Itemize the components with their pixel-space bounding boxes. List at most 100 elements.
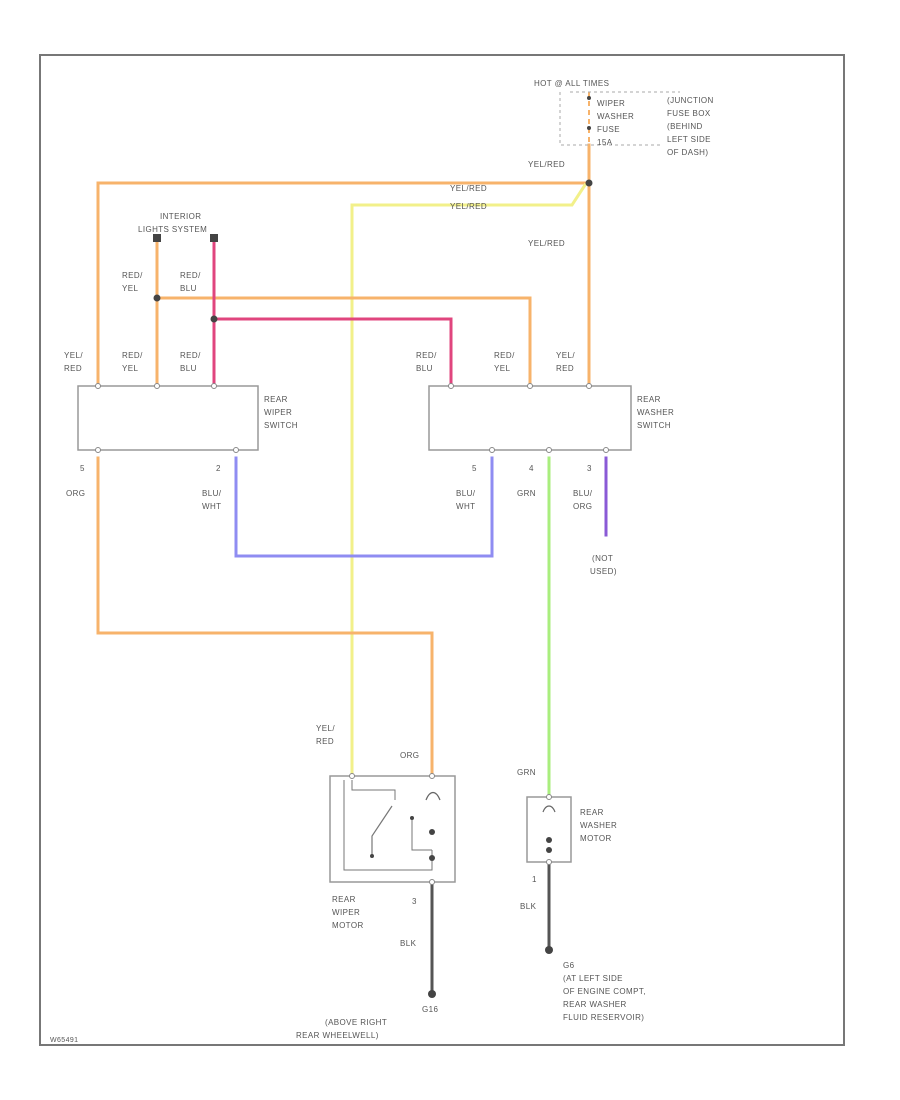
wire-red-yel-to-washer-switch (155, 296, 532, 387)
wire-label: YEL (122, 364, 138, 373)
wire-label: BLU/ (573, 489, 593, 498)
component-label: SWITCH (264, 421, 298, 430)
fuse-location-label: (BEHIND (667, 122, 703, 131)
pin-number: 4 (529, 464, 534, 473)
component-label: WIPER (264, 408, 292, 417)
ground-g16-icon (428, 990, 436, 998)
splice-node (153, 294, 161, 302)
fuse-location-label: LEFT SIDE (667, 135, 711, 144)
component-label: REAR (637, 395, 661, 404)
wire-label: BLK (400, 939, 417, 948)
fuse-location-label: (JUNCTION (667, 96, 714, 105)
wire-red-blu-to-washer-switch (212, 317, 453, 387)
pin-number: 5 (472, 464, 477, 473)
ground-location: REAR WHEELWELL) (296, 1031, 379, 1040)
wire-label: WHT (202, 502, 221, 511)
wire-label: RED/ (180, 351, 201, 360)
wire-label: RED (316, 737, 334, 746)
rear-wiper-motor (329, 773, 456, 885)
wire-label: BLU/ (202, 489, 222, 498)
fuse-label: FUSE (597, 125, 620, 134)
pin-number: 5 (80, 464, 85, 473)
component-label: SWITCH (637, 421, 671, 430)
splice-node (585, 179, 593, 187)
washer-switch-pins (448, 383, 609, 453)
wire-label: YEL/ (316, 724, 335, 733)
wire-yel-red-to-wiper-switch (96, 181, 591, 387)
wire-label: BLU (180, 284, 197, 293)
diagram-code: W65491 (50, 1037, 78, 1044)
ground-g6-icon (545, 946, 553, 954)
wire-label: RED/ (494, 351, 515, 360)
wire-label: BLU (416, 364, 433, 373)
interior-lights-label: LIGHTS SYSTEM (138, 225, 207, 234)
component-label: REAR (264, 395, 288, 404)
interior-connector (210, 234, 218, 242)
component-label: WASHER (580, 821, 617, 830)
ground-id: G16 (422, 1005, 438, 1014)
wire-label: RED/ (416, 351, 437, 360)
diagram-frame (39, 54, 845, 1046)
ground-location: REAR WASHER (563, 1000, 627, 1009)
ground-location: (ABOVE RIGHT (325, 1018, 387, 1027)
rear-wiper-switch (77, 385, 259, 451)
wire-label: YEL/RED (450, 184, 487, 193)
wire-label: YEL/RED (450, 202, 487, 211)
wire-label: WHT (456, 502, 475, 511)
wire-label: YEL/RED (528, 239, 565, 248)
wire-label: YEL/ (556, 351, 575, 360)
fuse-box (559, 91, 680, 146)
fuse-location-label: FUSE BOX (667, 109, 711, 118)
wire-label: ORG (66, 489, 85, 498)
wire-blu-wht (234, 456, 494, 558)
wire-label: YEL/RED (528, 160, 565, 169)
fuse-label: WASHER (597, 112, 634, 121)
fuse-terminal (587, 96, 591, 100)
wire-label: BLU (180, 364, 197, 373)
wiper-switch-pins (95, 383, 239, 453)
fuse-label: 15A (597, 138, 613, 147)
motor-brush (429, 855, 435, 861)
component-label: MOTOR (332, 921, 364, 930)
wire-label: YEL (122, 284, 138, 293)
wire-label: RED/ (122, 351, 143, 360)
wire-label: BLU/ (456, 489, 476, 498)
rear-washer-motor (526, 794, 572, 865)
component-label: MOTOR (580, 834, 612, 843)
fuse-label: WIPER (597, 99, 625, 108)
interior-connector (153, 234, 161, 242)
pin-number: 3 (412, 897, 417, 906)
splice-node (210, 315, 218, 323)
component-label: WASHER (637, 408, 674, 417)
wire-label: GRN (517, 768, 536, 777)
rear-washer-switch (428, 385, 632, 451)
ground-location: (AT LEFT SIDE (563, 974, 623, 983)
component-label: REAR (332, 895, 356, 904)
wire-label: ORG (573, 502, 592, 511)
pin-number: 2 (216, 464, 221, 473)
washer-motor-icon (542, 805, 556, 813)
ground-id: G6 (563, 961, 575, 970)
wire-label: RED/ (180, 271, 201, 280)
interior-lights-label: INTERIOR (160, 212, 201, 221)
not-used-label: USED) (590, 567, 617, 576)
wire-label: BLK (520, 902, 537, 911)
pin-number: 3 (587, 464, 592, 473)
wire-label: RED (64, 364, 82, 373)
motor-brush (429, 829, 435, 835)
wire-label: RED (556, 364, 574, 373)
component-label: WIPER (332, 908, 360, 917)
wire-label: ORG (400, 751, 419, 760)
not-used-label: (NOT (592, 554, 613, 563)
wire-label: GRN (517, 489, 536, 498)
ground-location: OF ENGINE COMPT, (563, 987, 646, 996)
wire-label: YEL (494, 364, 510, 373)
fuse-location-label: OF DASH) (667, 148, 708, 157)
pin-number: 1 (532, 875, 537, 884)
wire-label: YEL/ (64, 351, 83, 360)
wire-yel-red-to-wiper-motor (350, 182, 588, 782)
component-label: REAR (580, 808, 604, 817)
wire-label: RED/ (122, 271, 143, 280)
motor-circuit-breaker-icon (425, 791, 441, 801)
